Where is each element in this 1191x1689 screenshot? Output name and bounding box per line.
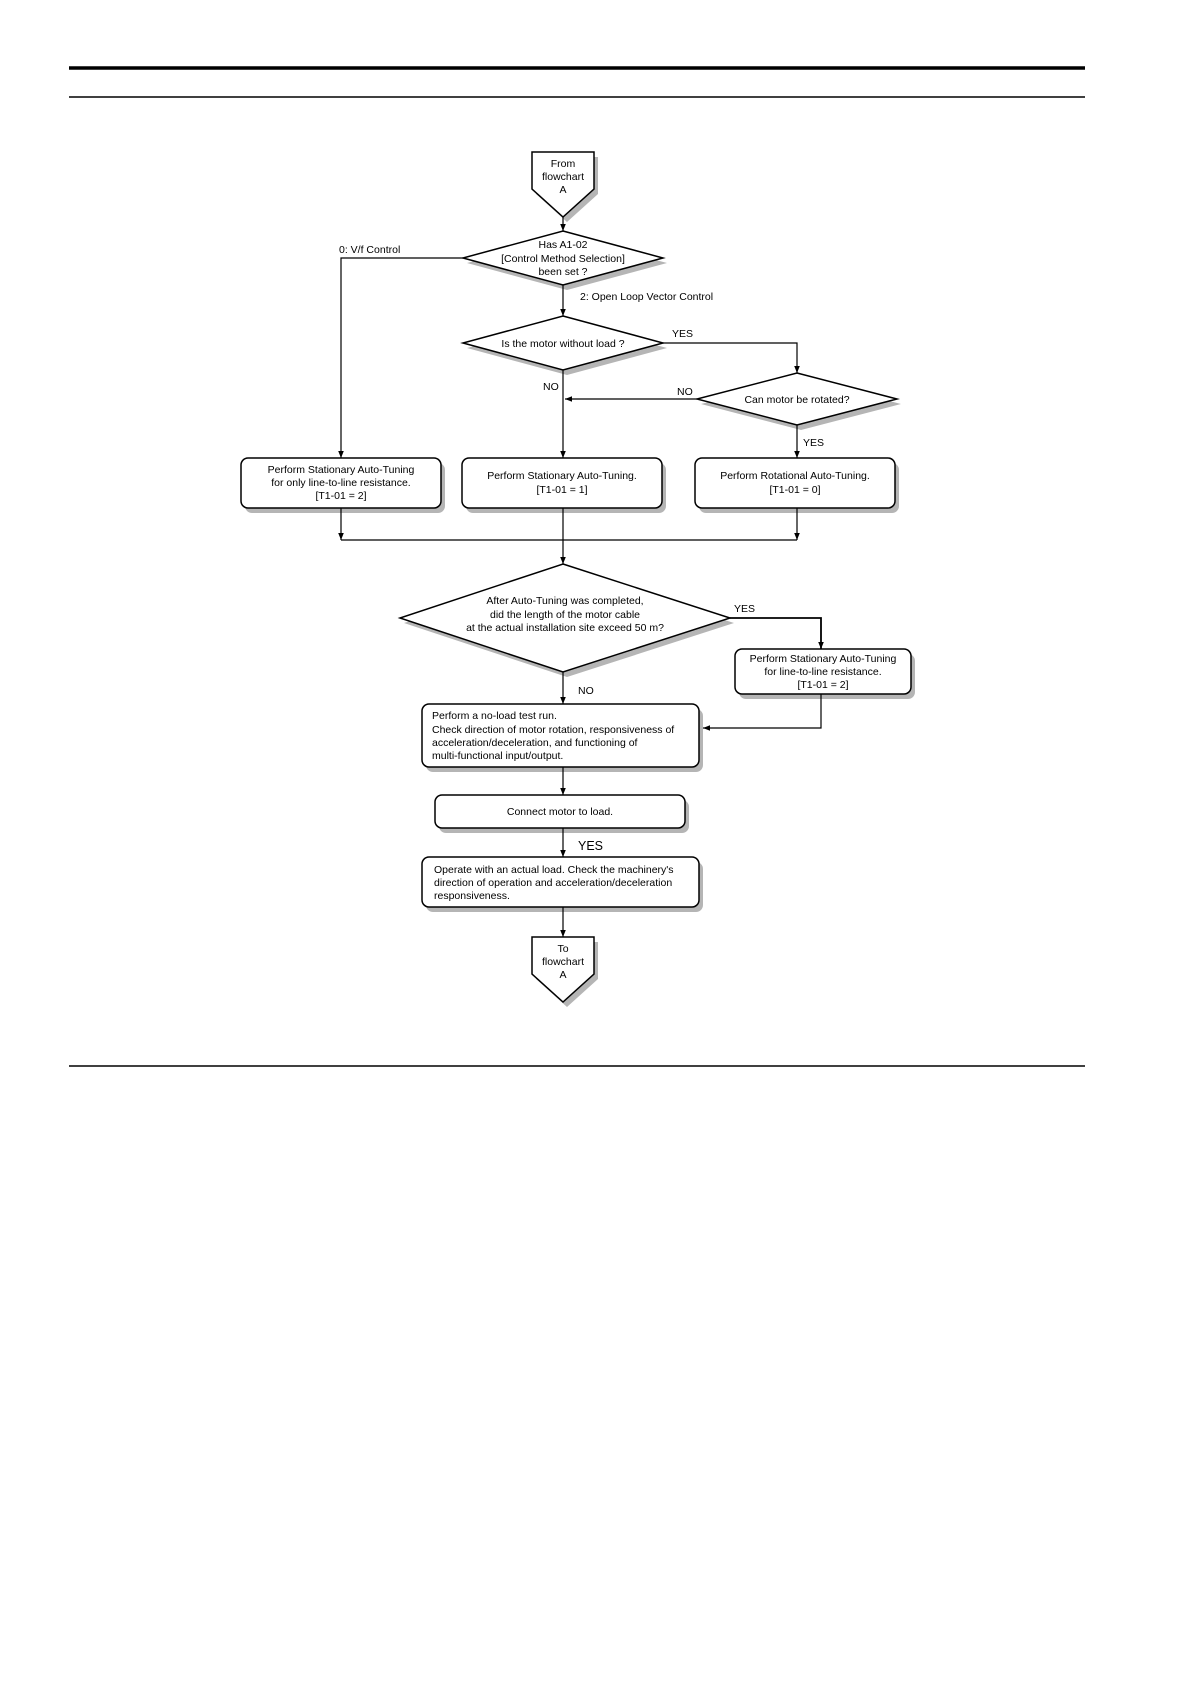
start-line-3: A xyxy=(559,184,566,196)
arrow-cable-yes xyxy=(730,617,824,649)
rotational-line-1: Perform Rotational Auto-Tuning. xyxy=(720,470,870,482)
process-connect-motor: Connect motor to load. xyxy=(434,794,689,833)
rotational-line-2: [T1-01 = 0] xyxy=(769,484,820,496)
label-vf-control: 0: V/f Control xyxy=(339,244,400,256)
no-load-test-line-2: Check direction of motor rotation, respo… xyxy=(432,724,674,736)
decision-cable-length: After Auto-Tuning was completed, did the… xyxy=(397,563,734,677)
start-line-2: flowchart xyxy=(542,171,584,183)
operate-line-1: Operate with an actual load. Check the m… xyxy=(434,864,674,876)
stationary-cable-line-1: Perform Stationary Auto-Tuning xyxy=(750,653,897,665)
decision-rotate: Can motor be rotated? xyxy=(694,372,901,430)
label-no-load-yes: YES xyxy=(672,328,693,340)
label-cable-no: NO xyxy=(578,685,594,697)
control-line-3: been set ? xyxy=(538,266,587,278)
process-stationary-line-to-line: Perform Stationary Auto-Tuning for only … xyxy=(240,457,445,513)
no-load-test-line-4: multi-functional input/output. xyxy=(432,750,563,762)
process-stationary-cable: Perform Stationary Auto-Tuning for line-… xyxy=(734,648,915,699)
label-cable-yes: YES xyxy=(734,603,755,615)
control-line-2: [Control Method Selection] xyxy=(501,253,625,265)
decision-control-method: Has A1-02 [Control Method Selection] bee… xyxy=(460,230,667,290)
start-terminator: From flowchart A xyxy=(531,151,598,222)
start-line-1: From xyxy=(551,158,576,170)
stationary-l2l-line-2: for only line-to-line resistance. xyxy=(271,477,410,489)
arrow-cable-return xyxy=(703,694,822,731)
cable-line-2: did the length of the motor cable xyxy=(490,609,640,621)
connect-text: Connect motor to load. xyxy=(507,806,613,818)
no-load-test-line-3: acceleration/deceleration, and functioni… xyxy=(432,737,638,749)
label-rotate-no: NO xyxy=(677,386,693,398)
stationary-cable-line-3: [T1-01 = 2] xyxy=(797,679,848,691)
cable-line-3: at the actual installation site exceed 5… xyxy=(466,622,664,634)
process-no-load-test: Perform a no-load test run. Check direct… xyxy=(421,703,703,772)
label-rotate-yes: YES xyxy=(803,437,824,449)
stationary-line-1: Perform Stationary Auto-Tuning. xyxy=(487,470,637,482)
cable-line-1: After Auto-Tuning was completed, xyxy=(486,595,643,607)
end-line-2: flowchart xyxy=(542,956,584,968)
arrow-no-load-yes xyxy=(663,342,800,373)
arrow-vf-branch xyxy=(338,257,463,458)
rotate-text: Can motor be rotated? xyxy=(744,394,849,406)
stationary-line-2: [T1-01 = 1] xyxy=(536,484,587,496)
control-line-1: Has A1-02 xyxy=(538,239,587,251)
process-operate: Operate with an actual load. Check the m… xyxy=(421,856,703,912)
label-no-load-no: NO xyxy=(543,381,559,393)
stationary-l2l-line-3: [T1-01 = 2] xyxy=(315,490,366,502)
decision-no-load: Is the motor without load ? xyxy=(460,315,667,375)
label-olv-control: 2: Open Loop Vector Control xyxy=(580,291,713,303)
no-load-test-line-1: Perform a no-load test run. xyxy=(432,710,557,722)
operate-line-3: responsiveness. xyxy=(434,890,510,902)
end-line-1: To xyxy=(557,943,568,955)
stationary-cable-line-2: for line-to-line resistance. xyxy=(764,666,881,678)
stationary-l2l-line-1: Perform Stationary Auto-Tuning xyxy=(268,464,415,476)
end-terminator: To flowchart A xyxy=(531,936,598,1007)
no-load-text: Is the motor without load ? xyxy=(501,338,624,350)
process-rotational: Perform Rotational Auto-Tuning. [T1-01 =… xyxy=(694,457,899,513)
process-stationary: Perform Stationary Auto-Tuning. [T1-01 =… xyxy=(461,457,666,513)
end-line-3: A xyxy=(559,969,566,981)
label-connect-yes: YES xyxy=(578,839,603,853)
operate-line-2: direction of operation and acceleration/… xyxy=(434,877,672,889)
